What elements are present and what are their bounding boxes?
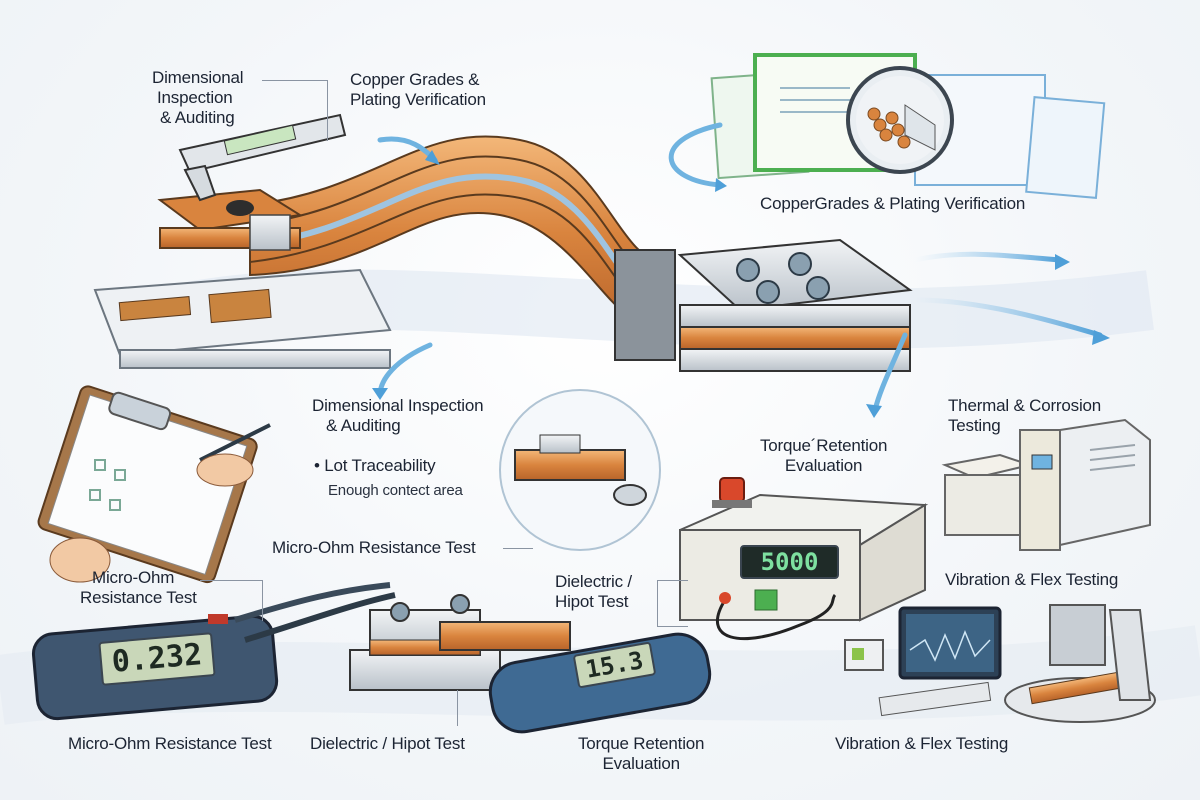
- caption-dielectric: Dielectric / Hipot Test: [310, 734, 465, 753]
- label-torque-retention-mid: Torque´Retention Evaluation: [760, 436, 887, 476]
- label-line: Torque´Retention: [760, 436, 888, 455]
- material-certificates-icon: [710, 53, 1106, 199]
- label-line: Copper Grades &: [350, 70, 480, 89]
- label-copper-grades-top: Copper Grades & Plating Verification: [350, 70, 486, 110]
- leader-line: [262, 80, 328, 141]
- label-line: Dielectric /: [555, 572, 632, 591]
- label-lot-traceability: Lot Traceability: [314, 456, 435, 476]
- vibration-test-station-icon: [844, 604, 1156, 723]
- label-line: Torque Retention: [578, 734, 705, 753]
- caliper-icon: [178, 113, 347, 202]
- caption-torque-retention: Torque Retention Evaluation: [578, 734, 704, 774]
- label-dielectric-hipot: Dielectric / Hipot Test: [555, 572, 632, 612]
- test-fixture-tray-icon: [93, 268, 392, 369]
- label-line: Micro-Ohm: [92, 568, 175, 587]
- label-line: & Auditing: [160, 108, 235, 127]
- label-micro-ohm-mid: Micro-Ohm Resistance Test: [272, 538, 476, 557]
- label-line: Thermal & Corrosion: [948, 396, 1102, 415]
- inspection-checklist-icon: [37, 385, 271, 584]
- thermal-chamber-icon: [941, 418, 1151, 551]
- leader-line: [657, 580, 688, 627]
- caption-vibration-flex: Vibration & Flex Testing: [835, 734, 1009, 753]
- label-line: Resistance Test: [80, 588, 197, 607]
- leader-line: [457, 690, 459, 726]
- label-line: Plating Verification: [350, 90, 486, 109]
- label-vibration-flex-right: Vibration & Flex Testing: [945, 570, 1119, 589]
- hipot-readout: 5000: [740, 545, 839, 579]
- flexible-busbar-icon: [157, 135, 913, 372]
- label-micro-ohm-left: Micro-Ohm Resistance Test: [80, 568, 197, 608]
- label-thermal-corrosion: Thermal & Corrosion Testing: [948, 396, 1101, 436]
- label-line: Hipot Test: [555, 592, 629, 611]
- label-line: Inspection: [157, 88, 233, 107]
- label-contact-area: Enough contect area: [328, 482, 463, 499]
- label-line: Evaluation: [784, 456, 863, 475]
- resistance-test-fixture-icon: [349, 594, 571, 691]
- caption-micro-ohm: Micro-Ohm Resistance Test: [68, 734, 272, 753]
- label-dimensional-inspection-mid: Dimensional Inspection & Auditing: [312, 396, 484, 436]
- leader-line: [200, 580, 263, 621]
- label-line: Testing: [948, 416, 1001, 435]
- label-dimensional-inspection-top: Dimensional Inspection & Auditing: [152, 68, 244, 128]
- label-line: Evaluation: [602, 754, 680, 773]
- label-copper-grades-right: CopperGrades & Plating Verification: [760, 194, 1026, 213]
- leader-line: [503, 548, 533, 550]
- label-line: Dimensional: [152, 68, 244, 87]
- label-line: & Auditing: [326, 416, 401, 435]
- label-line: Dimensional Inspection: [312, 396, 484, 415]
